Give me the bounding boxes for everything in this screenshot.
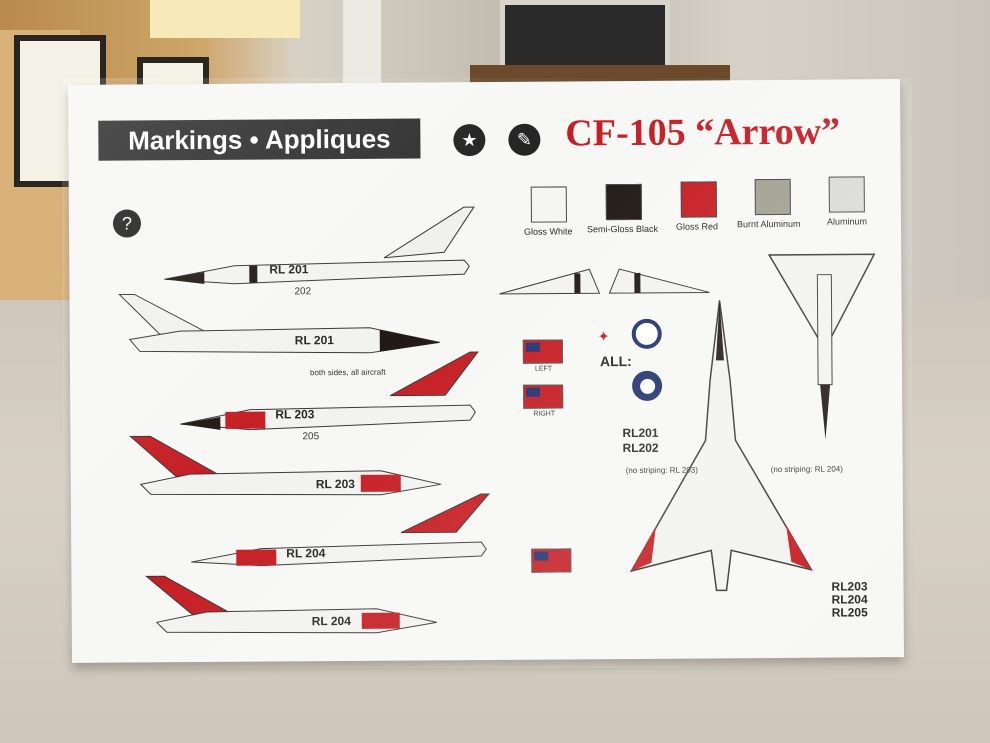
jet-side-view bbox=[164, 206, 475, 285]
aircraft-serial: RL 203 bbox=[315, 476, 355, 492]
red-ensign-flag-right bbox=[523, 384, 564, 409]
striping-note: (no striping: RL 204) bbox=[770, 464, 843, 475]
flag-label: RIGHT bbox=[533, 410, 556, 418]
jet-side-view-red bbox=[145, 575, 437, 634]
color-swatch-burnt-aluminum bbox=[754, 178, 791, 216]
color-swatch-aluminum bbox=[828, 176, 865, 213]
jet-top-view bbox=[629, 300, 813, 592]
jet-side-view-red bbox=[129, 435, 441, 496]
jet-side-view-red bbox=[180, 351, 479, 431]
color-swatch-gloss-white bbox=[530, 186, 567, 223]
red-ensign-flag-left bbox=[522, 339, 563, 364]
jet-side-view bbox=[118, 293, 440, 354]
markings-title: Markings • Appliques bbox=[98, 118, 421, 161]
aircraft-serial: RL 204 bbox=[311, 613, 351, 629]
model-kit-box-side: Markings • Appliques ★ ✎ ? CF-105 “Arrow… bbox=[67, 79, 905, 663]
red-ensign-flag bbox=[531, 548, 572, 573]
ceiling-light bbox=[150, 0, 300, 38]
jet-underside-view bbox=[767, 253, 876, 440]
star-badge-icon: ★ bbox=[453, 123, 486, 157]
color-label: Gloss White bbox=[523, 226, 573, 237]
aircraft-serial: RL 203 bbox=[275, 407, 315, 422]
question-mark-icon: ? bbox=[112, 209, 142, 238]
jet-front-detail bbox=[499, 268, 710, 295]
jet-side-view-red bbox=[191, 493, 490, 567]
aircraft-serial: RL 201 bbox=[269, 262, 309, 277]
color-label: Burnt Aluminum bbox=[736, 218, 801, 230]
color-label: Semi-Gloss Black bbox=[586, 223, 659, 235]
maple-leaf-icon: ✦ bbox=[597, 328, 610, 345]
model-title: CF-105 “Arrow” bbox=[565, 110, 841, 155]
color-swatch-semi-gloss-black bbox=[605, 183, 642, 221]
bird-badge-icon: ✎ bbox=[508, 123, 541, 156]
color-swatch-gloss-red bbox=[680, 181, 717, 218]
striping-note: (no striping: RL 203) bbox=[625, 465, 698, 476]
flag-label: LEFT bbox=[534, 365, 553, 373]
group-b-serial: RL205 bbox=[831, 605, 868, 620]
aircraft-serial: RL 204 bbox=[286, 546, 326, 561]
color-label: Aluminum bbox=[826, 216, 868, 227]
color-label: Gloss Red bbox=[675, 221, 719, 232]
aircraft-serial: RL 201 bbox=[294, 333, 334, 348]
